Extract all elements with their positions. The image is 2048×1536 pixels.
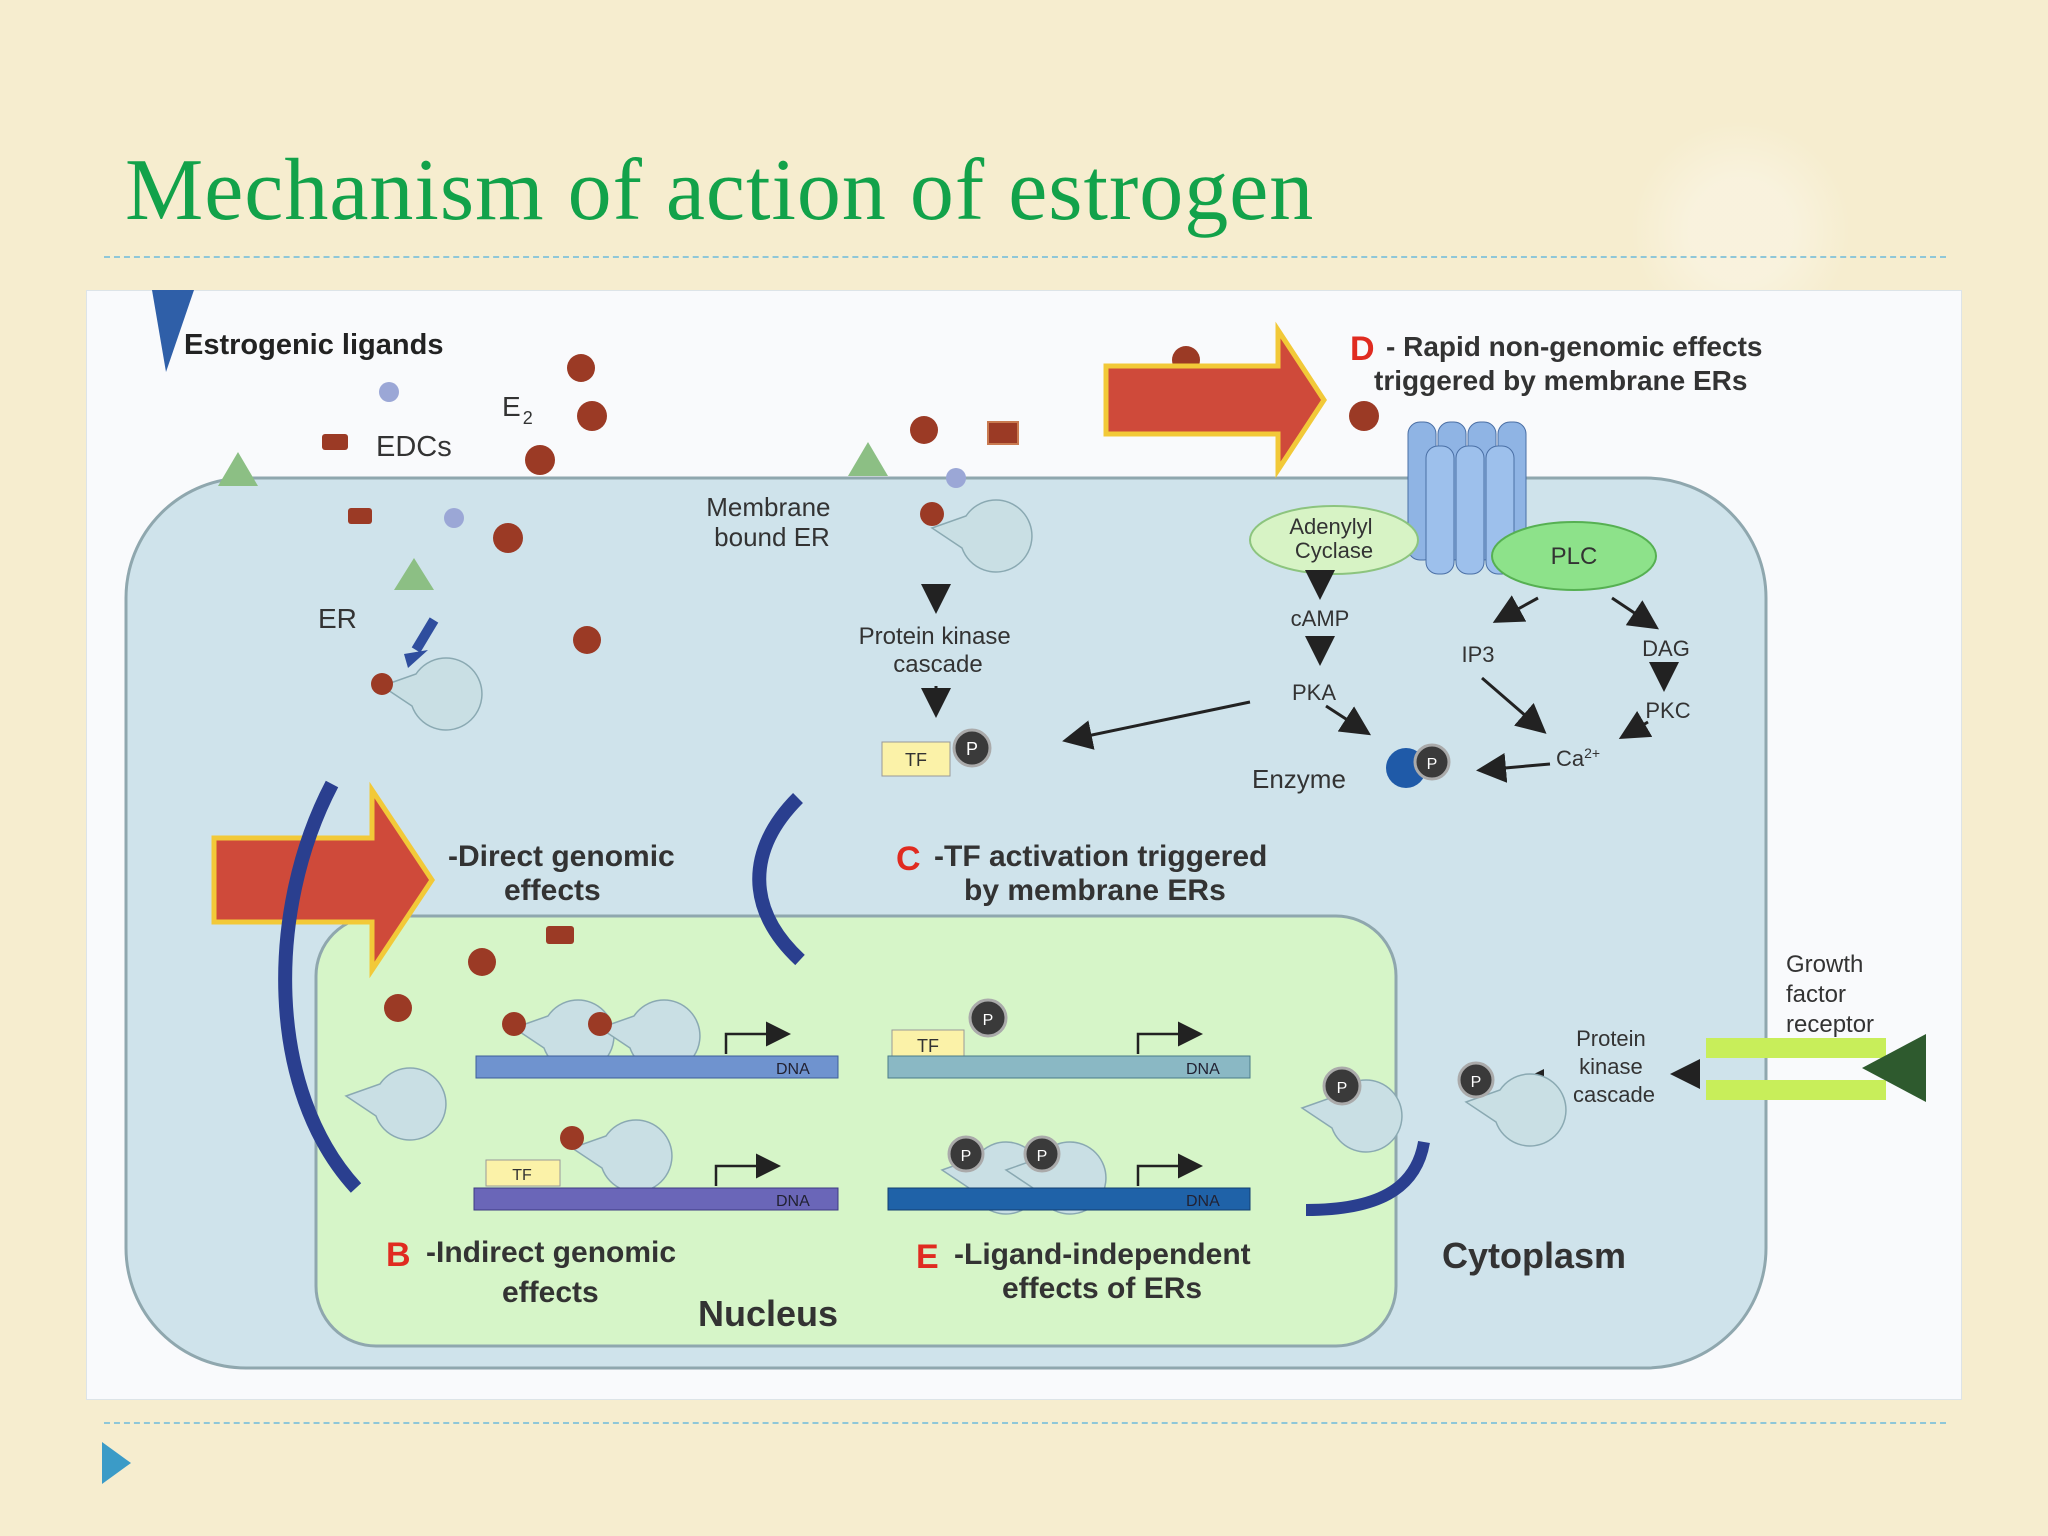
e-text: -Ligand-independent effects of ERs: [954, 1238, 1259, 1305]
phosphate-icon: [947, 1135, 985, 1173]
calcium-label: Ca2+: [1556, 745, 1600, 771]
ligand-dot: [525, 445, 555, 475]
growth-factor-receptor-bar: [1706, 1038, 1886, 1058]
pka-label: PKA: [1292, 680, 1336, 705]
ligand-dot: [573, 626, 601, 654]
edc-block: [322, 434, 348, 450]
c-text: -TF activation triggered by membrane ERs: [934, 840, 1276, 907]
ligand-dot: [577, 401, 607, 431]
ligand-dot: [1349, 401, 1379, 431]
curved-arrow-e: [1305, 1140, 1430, 1216]
dna-strand: [887, 1055, 1251, 1079]
membrane-er-label: Membrane bound ER: [706, 492, 838, 552]
pkc-label: PKC: [1645, 698, 1690, 723]
dna-strand: [473, 1187, 839, 1211]
estrogenic-ligands-label: Estrogenic ligands: [184, 329, 443, 361]
er-binding-arrow: [411, 617, 439, 653]
edc-block: [348, 508, 372, 524]
highlight-arrow-a: [211, 781, 436, 979]
nucleus-body: [314, 914, 1398, 1348]
d-letter: D: [1350, 330, 1375, 368]
svg-text:P: P: [983, 1012, 994, 1029]
phosphate-icon: [952, 728, 992, 768]
phosphate-icon: [1457, 1061, 1495, 1099]
c-letter: C: [896, 840, 921, 878]
edc-block: [987, 421, 1019, 445]
ligand-dot: [371, 673, 393, 695]
phosphate-label: P: [966, 739, 978, 759]
ligand-dot: [946, 468, 966, 488]
slide-title: Mechanism of action of estrogen: [125, 142, 1315, 239]
camp-label: cAMP: [1291, 606, 1350, 631]
svg-text:TF: TF: [512, 1167, 532, 1184]
curved-arrow-left: [278, 780, 362, 1193]
ligand-dot: [910, 416, 938, 444]
ligand-dot: [444, 508, 464, 528]
tf-box: [881, 741, 951, 777]
play-bullet-icon: [102, 1442, 131, 1484]
ligand-triangle-icon: [152, 290, 194, 372]
ligand-dot: [567, 354, 595, 382]
highlight-arrow-d: [1103, 321, 1327, 479]
plc: [1491, 521, 1657, 591]
tf-label: TF: [905, 750, 927, 770]
ligand-triangle: [848, 442, 888, 476]
adenylyl-cyclase-label: Adenylyl Cyclase: [1289, 514, 1378, 563]
protein-kinase-cascade-label: Protein kinase cascade: [859, 623, 1018, 678]
svg-text:P: P: [1471, 1074, 1482, 1091]
ligand-dot: [493, 523, 523, 553]
nucleus-label: Nucleus: [698, 1293, 838, 1334]
phosphate-icon: [1322, 1066, 1362, 1106]
ligand-triangle: [394, 558, 434, 590]
phosphate-icon: [1413, 743, 1451, 781]
growth-factor-receptor-bar: [1706, 1080, 1886, 1100]
membrane-receptor-channel: [1407, 421, 1527, 575]
d-text: - Rapid non-genomic effects triggered by…: [1374, 331, 1770, 396]
ligand-dot: [379, 382, 399, 402]
e-letter: E: [916, 1238, 939, 1276]
er-label: ER: [318, 603, 357, 634]
top-divider: [104, 256, 1946, 258]
b-text: -Indirect genomic effects: [426, 1236, 684, 1309]
phosphate-label: P: [1427, 756, 1438, 773]
edc-block: [546, 926, 574, 944]
dag-label: DAG: [1642, 636, 1690, 661]
enzyme-label: Enzyme: [1252, 764, 1346, 794]
svg-text:DNA: DNA: [1186, 1193, 1220, 1210]
plc-label: PLC: [1551, 543, 1598, 570]
dna-strand: [887, 1187, 1251, 1211]
a-text: -Direct genomic effects: [448, 840, 683, 907]
cytoplasm-label: Cytoplasm: [1442, 1235, 1626, 1276]
ligand-dot: [920, 502, 944, 526]
svg-text:DNA: DNA: [776, 1193, 810, 1210]
svg-text:DNA: DNA: [1186, 1061, 1220, 1078]
b-letter: B: [386, 1236, 411, 1274]
dna-label: DNA: [776, 1061, 810, 1078]
ligand-triangle: [218, 452, 258, 486]
tf-box: [485, 1159, 561, 1187]
edcs-label: EDCs: [376, 431, 452, 463]
growth-factor-triangle-icon: [1862, 1034, 1926, 1102]
phosphate-icon: [1023, 1135, 1061, 1173]
ligand-dot: [468, 948, 496, 976]
svg-text:TF: TF: [917, 1036, 939, 1056]
growth-factor-receptor-label: Growth factor receptor: [1786, 951, 1874, 1038]
ip3-label: IP3: [1461, 642, 1494, 667]
svg-text:P: P: [1337, 1080, 1348, 1097]
curved-arrow-c: [752, 793, 805, 966]
ligand-dot: [384, 994, 412, 1022]
protein-kinase-cascade-right-label: Protein kinase cascade: [1573, 1026, 1655, 1107]
phosphate-icon: [968, 998, 1008, 1038]
svg-text:P: P: [1037, 1148, 1048, 1165]
tf-box: [891, 1029, 965, 1061]
svg-text:P: P: [961, 1148, 972, 1165]
bottom-divider: [104, 1422, 1946, 1424]
dna-strand: [475, 1055, 839, 1079]
